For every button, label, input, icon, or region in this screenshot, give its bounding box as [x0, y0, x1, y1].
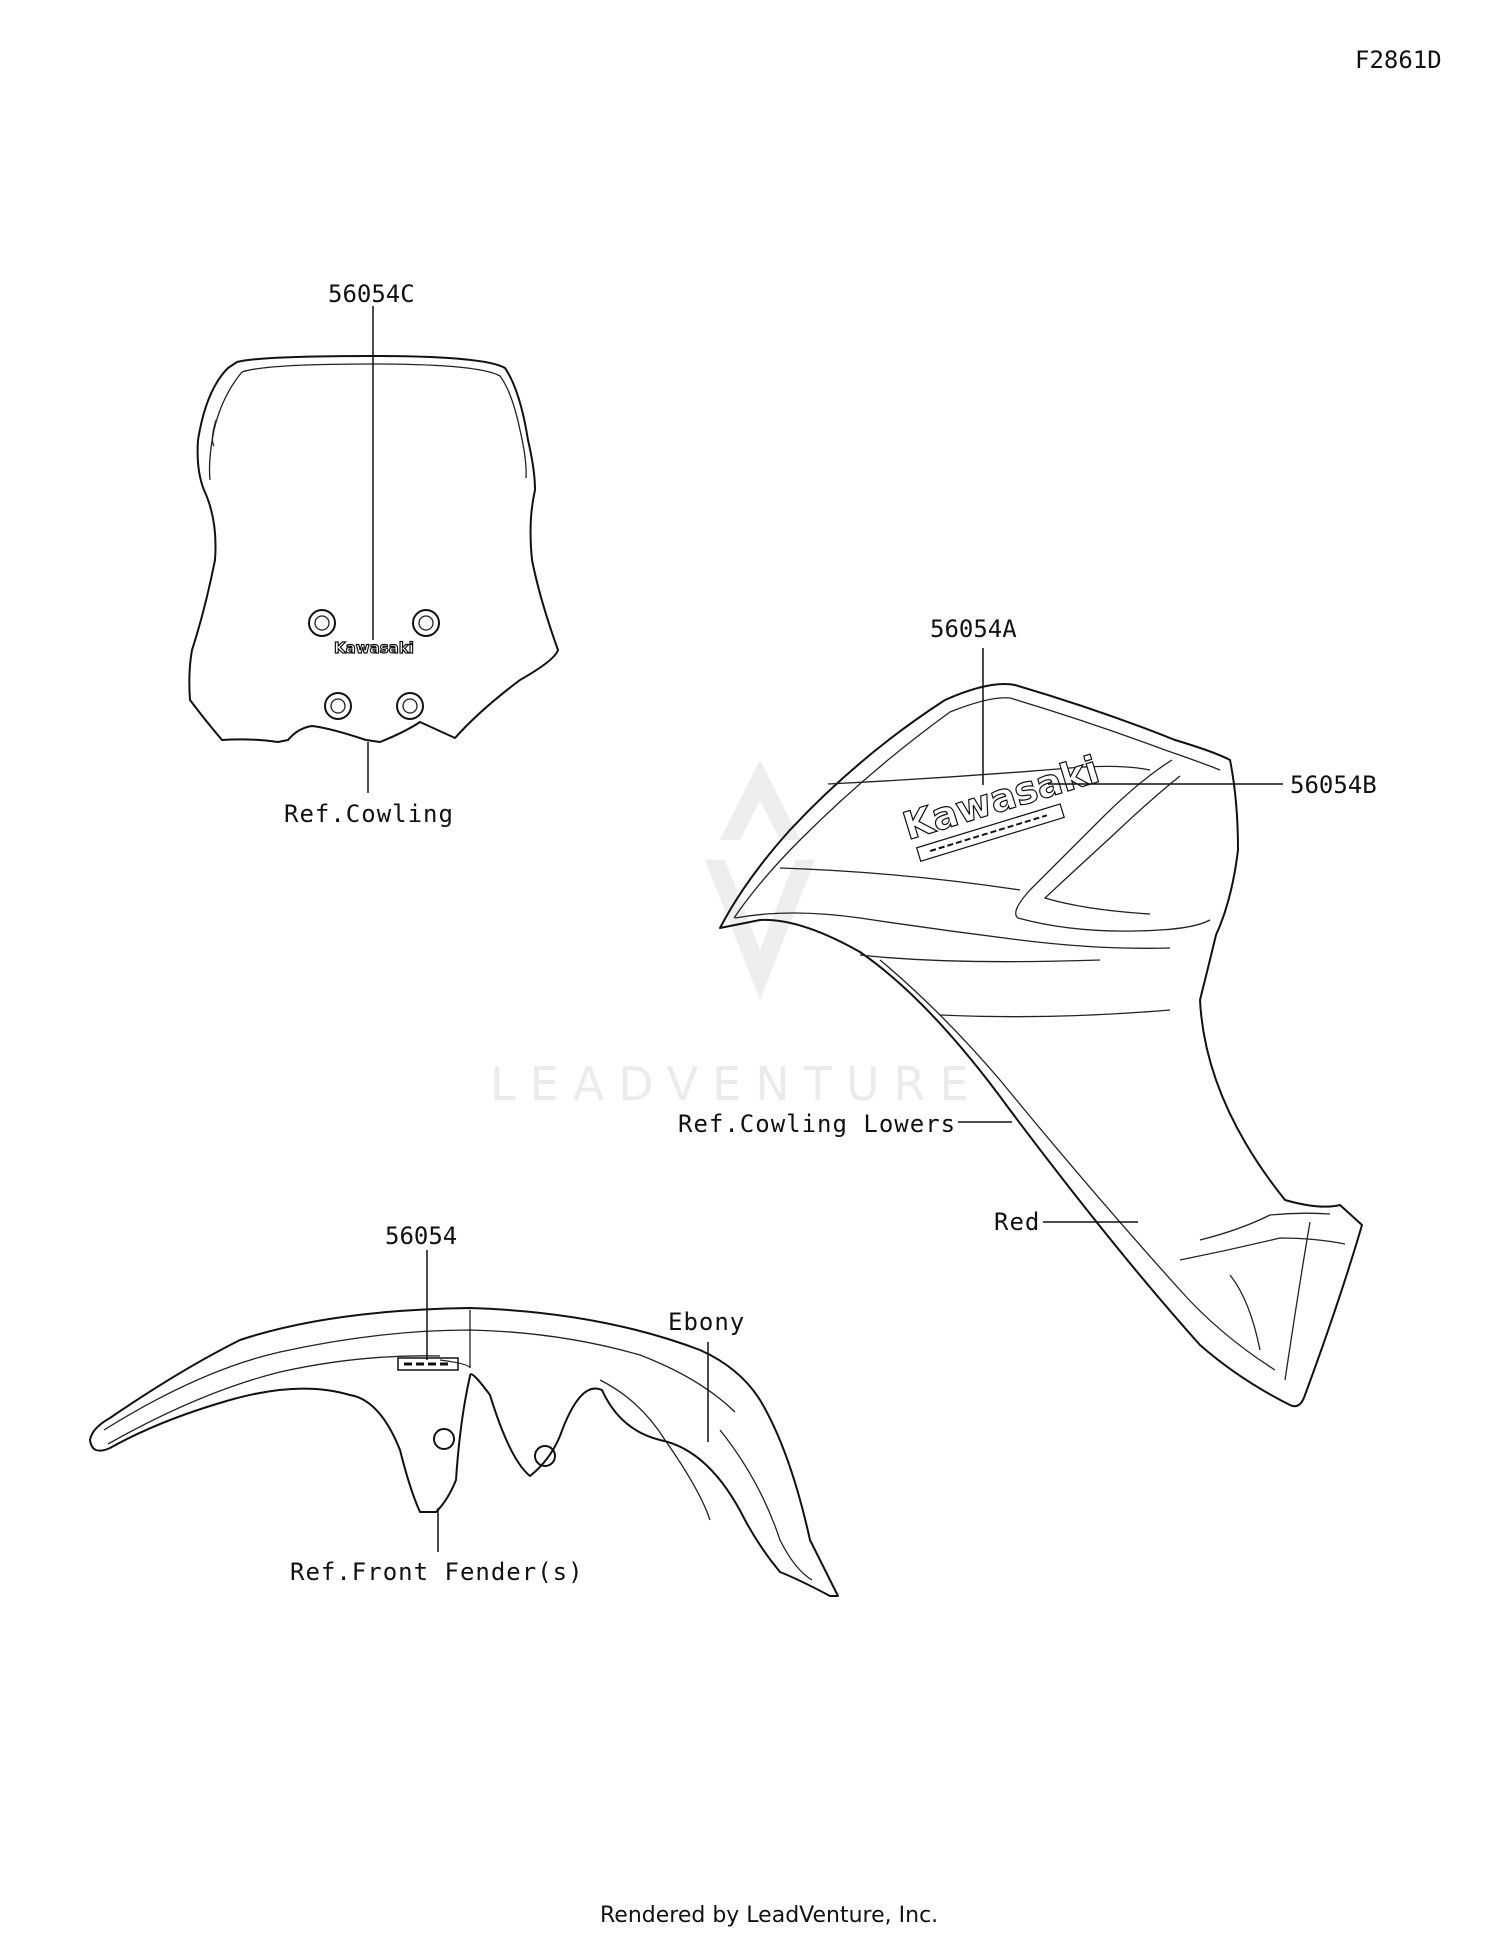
figure-id: F2861D [1355, 46, 1442, 74]
cowling-decal: Kawasaki [897, 747, 1105, 862]
callout-ref-front-fender[interactable]: Ref.Front Fender(s) [290, 1558, 584, 1586]
callout-ebony[interactable]: Ebony [668, 1308, 745, 1336]
callout-ref-cowling-lowers[interactable]: Ref.Cowling Lowers [678, 1110, 956, 1138]
callout-56054A[interactable]: 56054A [930, 615, 1017, 643]
cowling-decal-text: Kawasaki [898, 747, 1104, 848]
fender-decal [397, 1357, 459, 1371]
fender-part[interactable] [89, 1307, 839, 1597]
callout-ref-cowling[interactable]: Ref.Cowling [284, 800, 454, 828]
windshield-decal-text: Kawasaki [334, 639, 414, 657]
footer-credit: Rendered by LeadVenture, Inc. [600, 1903, 938, 1928]
windshield-part[interactable]: Kawasaki [188, 355, 559, 743]
callout-56054C[interactable]: 56054C [328, 280, 415, 308]
watermark: LEADVENTURE [490, 760, 983, 1111]
callout-red[interactable]: Red [994, 1208, 1040, 1236]
cowling-part[interactable]: Kawasaki [719, 683, 1363, 1408]
callout-56054B[interactable]: 56054B [1290, 771, 1377, 799]
callout-56054[interactable]: 56054 [385, 1222, 457, 1250]
watermark-text: LEADVENTURE [490, 1057, 983, 1111]
